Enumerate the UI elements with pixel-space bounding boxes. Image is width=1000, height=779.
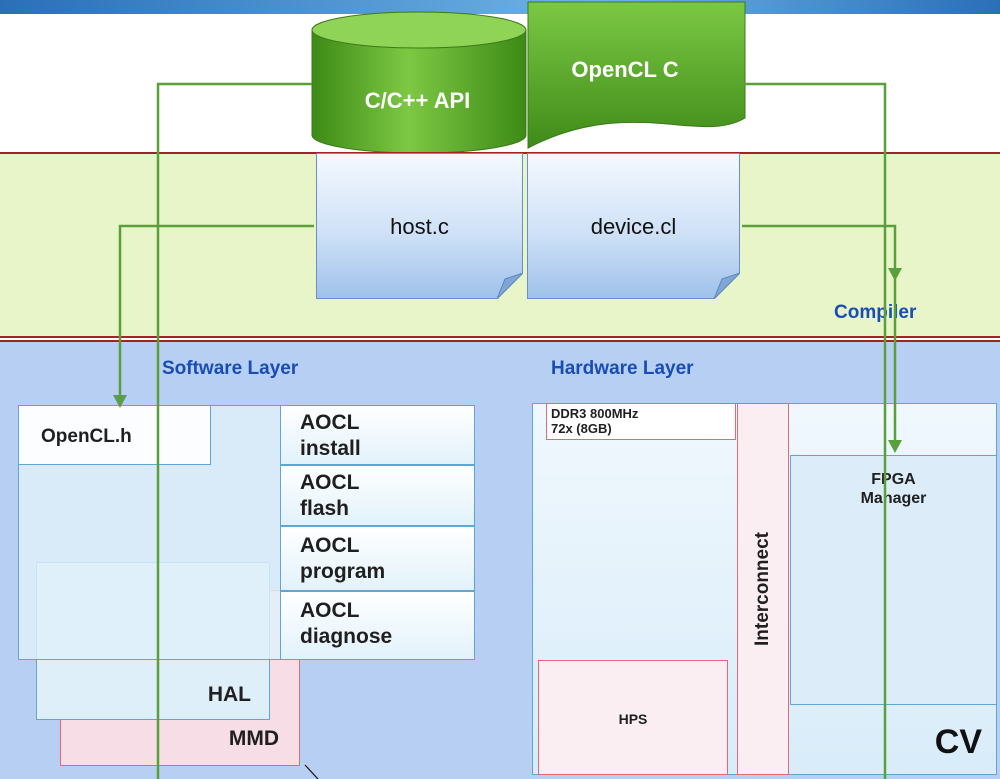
aocl-program-box: AOCL program xyxy=(280,526,475,591)
opencl-doc-shape xyxy=(527,1,746,149)
aocl-diagnose-box: AOCL diagnose xyxy=(280,591,475,660)
opencl-c-label: OpenCL C xyxy=(571,57,679,82)
ddr3-box: DDR3 800MHz 72x (8GB) xyxy=(546,403,736,440)
mmd-label: MMD xyxy=(228,727,279,750)
aocl-program-line1: AOCL xyxy=(300,534,360,557)
aocl-flash-box: AOCL flash xyxy=(280,465,475,526)
aocl-flash-line2: flash xyxy=(300,497,350,520)
api-label: C/C++ API xyxy=(364,88,471,113)
fpga-line2: Manager xyxy=(860,490,927,507)
fpga-line1: FPGA xyxy=(871,471,916,488)
aocl-program-line2: program xyxy=(300,560,386,583)
ddr3-line2: 72x (8GB) xyxy=(551,421,612,436)
page-curl-icon xyxy=(497,273,523,299)
device-file: device.cl xyxy=(527,153,740,299)
top-banner xyxy=(0,0,1000,14)
software-layer-title: Software Layer xyxy=(162,358,299,379)
aocl-install-line1: AOCL xyxy=(300,411,360,434)
aocl-diagnose-line1: AOCL xyxy=(300,599,360,622)
api-cylinder-body xyxy=(311,29,527,152)
fpga-manager-box: FPGA Manager xyxy=(790,455,997,705)
interconnect-box: Interconnect xyxy=(737,403,789,775)
cv-label: CV xyxy=(934,723,982,761)
opencl-h-box: OpenCL.h xyxy=(18,405,211,465)
interconnect-label: Interconnect xyxy=(752,531,773,647)
aocl-install-line2: install xyxy=(300,437,361,460)
hps-label: HPS xyxy=(618,711,648,727)
hardware-layer-title: Hardware Layer xyxy=(551,358,694,379)
aocl-flash-line1: AOCL xyxy=(300,471,360,494)
host-file: host.c xyxy=(316,153,523,299)
hps-box: HPS xyxy=(538,660,728,775)
host-file-label: host.c xyxy=(390,214,449,239)
aocl-diagnose-line2: diagnose xyxy=(300,625,393,648)
page-curl-icon xyxy=(714,273,740,299)
ddr3-line1: DDR3 800MHz xyxy=(551,406,639,421)
aocl-install-box: AOCL install xyxy=(280,405,475,465)
device-file-label: device.cl xyxy=(590,214,677,239)
top-shapes xyxy=(311,1,746,152)
hal-label: HAL xyxy=(207,683,251,706)
api-cylinder-top xyxy=(311,11,527,49)
compiler-label: Compiler xyxy=(834,302,917,323)
opencl-h-label: OpenCL.h xyxy=(41,426,132,447)
